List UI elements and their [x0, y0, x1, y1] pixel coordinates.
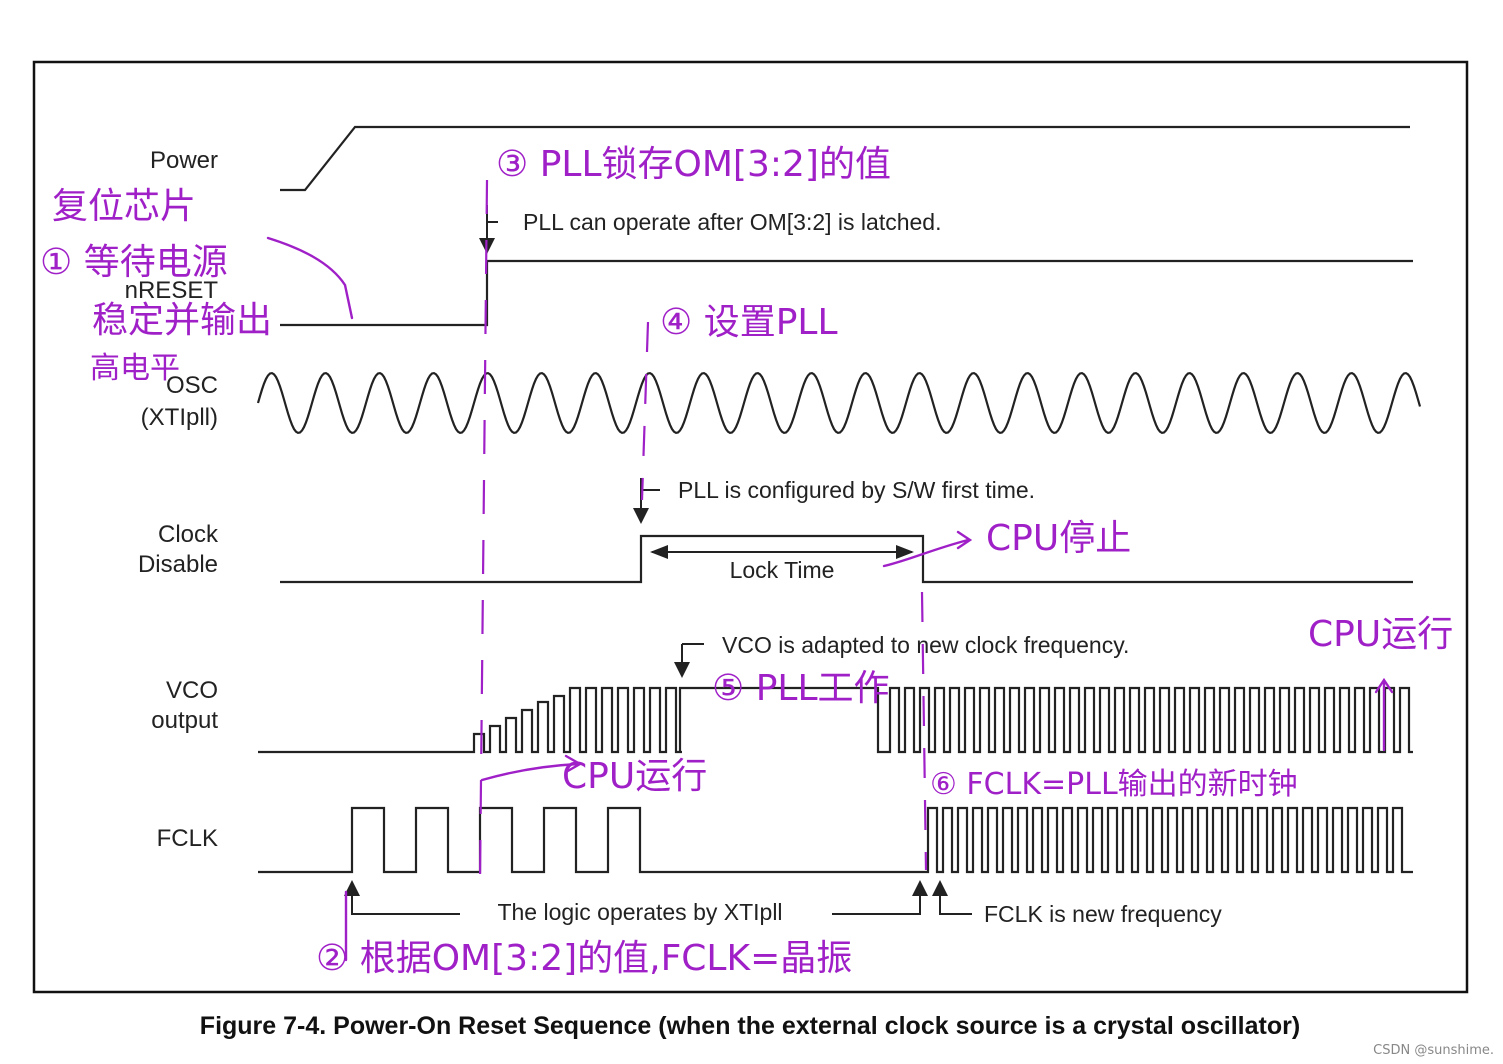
pll-configured-note: PLL is configured by S/W first time. — [678, 477, 1035, 503]
hand-note1-line1: ① 等待电源 — [40, 242, 228, 283]
hand-cpu-run-mid: CPU运行 — [562, 756, 707, 797]
label-fclk: FCLK — [157, 825, 218, 852]
pll-latched-note: PLL can operate after OM[3:2] is latched… — [523, 209, 942, 235]
label-clock: Clock — [158, 521, 219, 548]
vco-adapted-marker — [674, 643, 704, 678]
hand-dashed-line-3 — [920, 591, 928, 871]
power-waveform — [280, 125, 1410, 192]
figure-caption: Figure 7-4. Power-On Reset Sequence (whe… — [200, 1012, 1300, 1040]
osc-waveform — [256, 371, 1422, 435]
label-power: Power — [150, 147, 218, 174]
hand-note1-line3: 高电平 — [90, 351, 180, 386]
hand-cpu-run-top: CPU运行 — [1308, 614, 1453, 655]
fclk-waveform — [258, 806, 1413, 874]
vco-adapted-note: VCO is adapted to new clock frequency. — [722, 632, 1129, 658]
hand-note2: ② 根据OM[3:2]的值,FCLK=晶振 — [316, 938, 852, 979]
hand-note4: ④ 设置PLL — [660, 302, 838, 343]
hand-arrow-nreset — [266, 236, 354, 320]
hand-cpu-stop: CPU停止 — [986, 518, 1131, 559]
hand-reset-chip: 复位芯片 — [52, 186, 196, 227]
label-osc: OSC — [166, 372, 218, 399]
hand-note5: ⑤ PLL工作 — [712, 668, 890, 709]
lock-time-arrow — [650, 545, 914, 559]
label-vco-output: output — [151, 707, 218, 734]
label-vco: VCO — [166, 677, 218, 704]
hand-note1-line2: 稳定并输出 — [92, 300, 272, 341]
hand-arrow-cpu-run-top — [1374, 677, 1394, 752]
hand-arrow-cpu-run-mid — [480, 754, 583, 782]
pll-configured-marker — [633, 478, 660, 524]
logic-xtipll-note: The logic operates by XTIpll — [497, 899, 782, 925]
fclk-new-note: FCLK is new frequency — [984, 901, 1222, 927]
vco-waveform — [258, 686, 1413, 754]
logic-xtipll-marker — [344, 880, 928, 915]
label-disable: Disable — [138, 551, 218, 578]
lock-time-label: Lock Time — [730, 557, 835, 583]
watermark: CSDN @sunshime. — [1373, 1043, 1494, 1058]
hand-dashed-line-2 — [640, 321, 650, 501]
label-osc-xtipll: (XTIpll) — [141, 404, 218, 431]
diagram-frame — [32, 60, 1469, 994]
label-nreset: nRESET — [125, 277, 219, 304]
hand-note6: ⑥ FCLK=PLL输出的新时钟 — [930, 767, 1298, 802]
pll-latched-marker — [479, 205, 498, 254]
nreset-waveform — [280, 259, 1413, 327]
hand-arrow-cpu-stop — [882, 530, 973, 568]
clock-disable-waveform — [280, 534, 1413, 584]
fclk-new-marker — [932, 880, 972, 915]
hand-note3: ③ PLL锁存OM[3:2]的值 — [496, 144, 891, 185]
